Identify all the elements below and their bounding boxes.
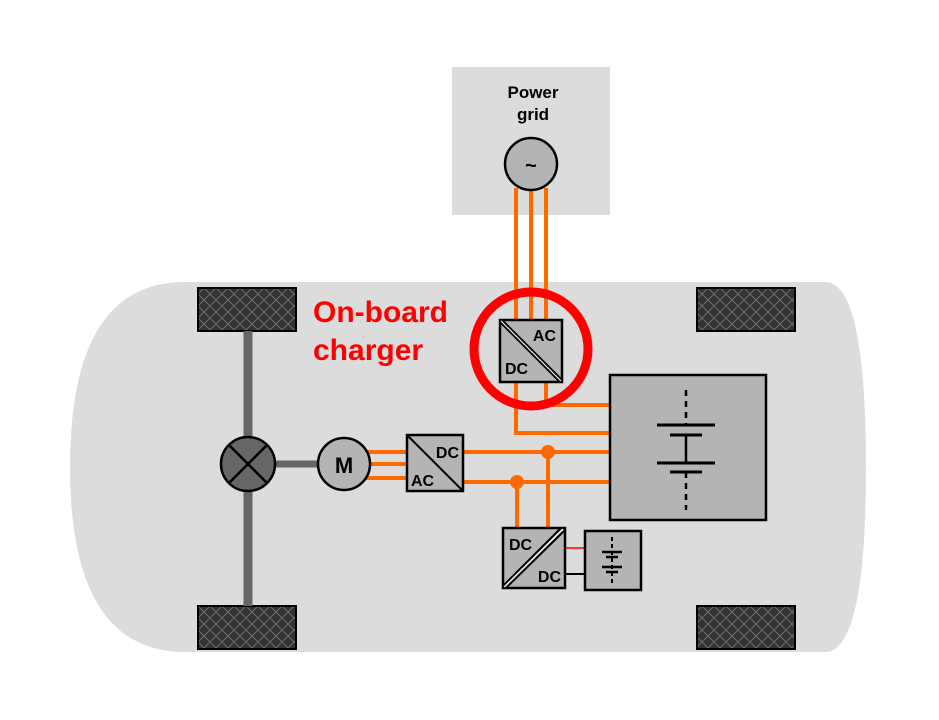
callout-line2: charger <box>313 334 423 367</box>
charger-top-label: AC <box>533 328 557 345</box>
motor-phase-lines <box>366 450 408 480</box>
hv-battery <box>608 373 768 522</box>
ac-source-symbol: ~ <box>503 136 559 192</box>
inverter-bottom-label: AC <box>411 473 435 490</box>
grid-supply-lines <box>514 188 548 322</box>
ac-source-tilde: ~ <box>525 155 537 177</box>
motor: M <box>316 436 372 492</box>
inverter: DC AC <box>405 433 465 493</box>
wheel-rear-left <box>696 287 796 332</box>
callout-line1: On-board <box>313 296 448 329</box>
charger-bottom-label: DC <box>505 361 529 378</box>
inverter-top-label: DC <box>436 445 460 462</box>
lv-battery <box>583 529 643 592</box>
dc-bus-lines <box>463 450 611 530</box>
dc-dc-converter: DC DC <box>501 526 567 590</box>
highlight-circle <box>469 287 593 411</box>
dcdc-bottom-label: DC <box>538 569 562 586</box>
dcdc-top-label: DC <box>509 537 533 554</box>
motor-label: M <box>335 453 353 478</box>
junction-dot <box>541 445 555 459</box>
on-board-charger: AC DC <box>498 318 564 384</box>
wheel-front-left <box>197 287 297 332</box>
junction-dot <box>510 475 524 489</box>
wheel-front-right <box>197 605 297 650</box>
wheel-rear-right <box>696 605 796 650</box>
differential <box>219 435 277 493</box>
power-grid-label-line1: Power <box>507 83 558 102</box>
power-grid-label-line2: grid <box>517 105 549 124</box>
